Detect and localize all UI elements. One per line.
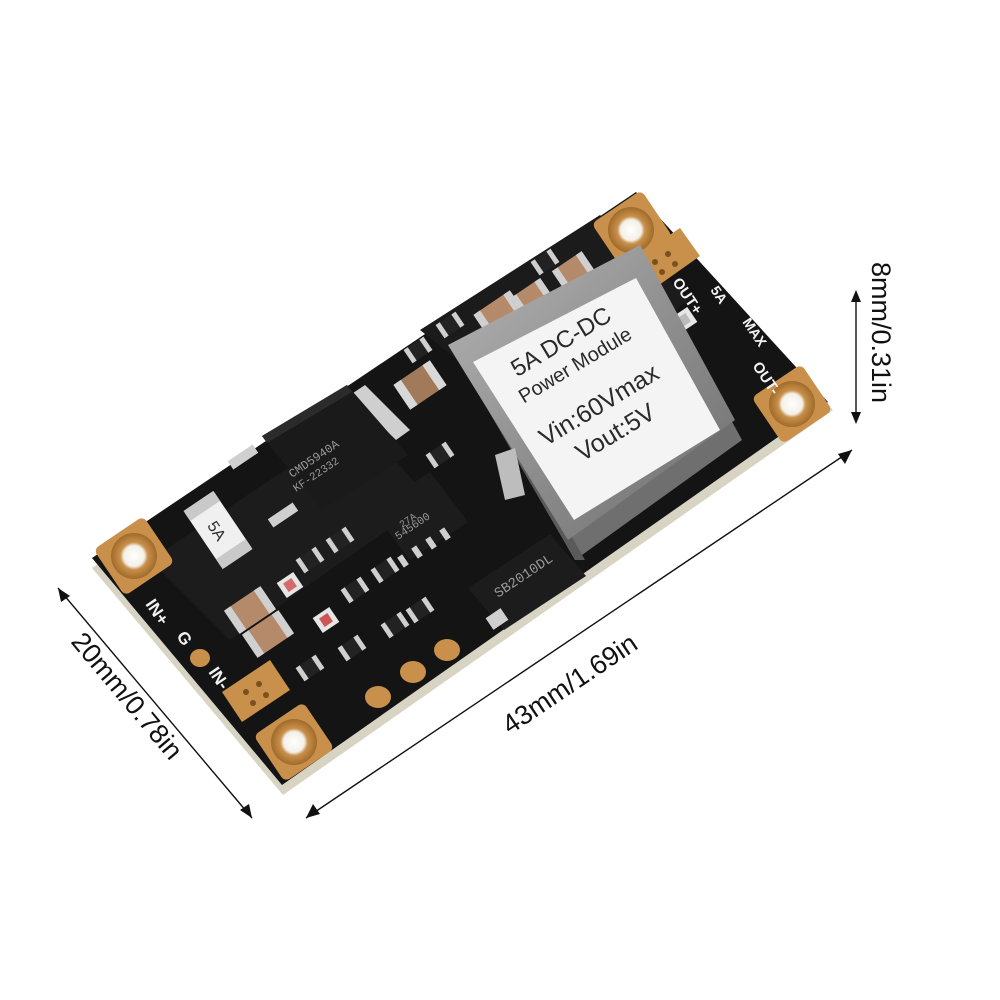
mounting-hole-bottom bbox=[255, 704, 333, 780]
led-indicator-2 bbox=[312, 606, 340, 634]
controller-ic: 545600 27A bbox=[372, 472, 468, 568]
dimension-length-label: 43mm/1.69in bbox=[497, 628, 643, 740]
led-indicator-1 bbox=[276, 571, 304, 599]
mosfet: CMD5940A KF-22332 bbox=[227, 385, 410, 528]
fuse: 5A bbox=[183, 490, 253, 570]
test-pads bbox=[190, 639, 460, 708]
pcb-board bbox=[92, 192, 833, 795]
smd-components bbox=[223, 248, 698, 682]
inductor-module: 5A DC-DC Power Module Vin:60Vmax Vout:5V bbox=[448, 245, 742, 560]
input-terminal-pads bbox=[222, 660, 290, 722]
dimension-height-label: 8mm/0.31in bbox=[866, 262, 896, 403]
schottky-diode: SB2010DL bbox=[468, 534, 586, 630]
dimension-height: 8mm/0.31in bbox=[851, 262, 896, 424]
mounting-hole-left bbox=[95, 518, 173, 594]
mounting-hole-right bbox=[753, 366, 831, 442]
